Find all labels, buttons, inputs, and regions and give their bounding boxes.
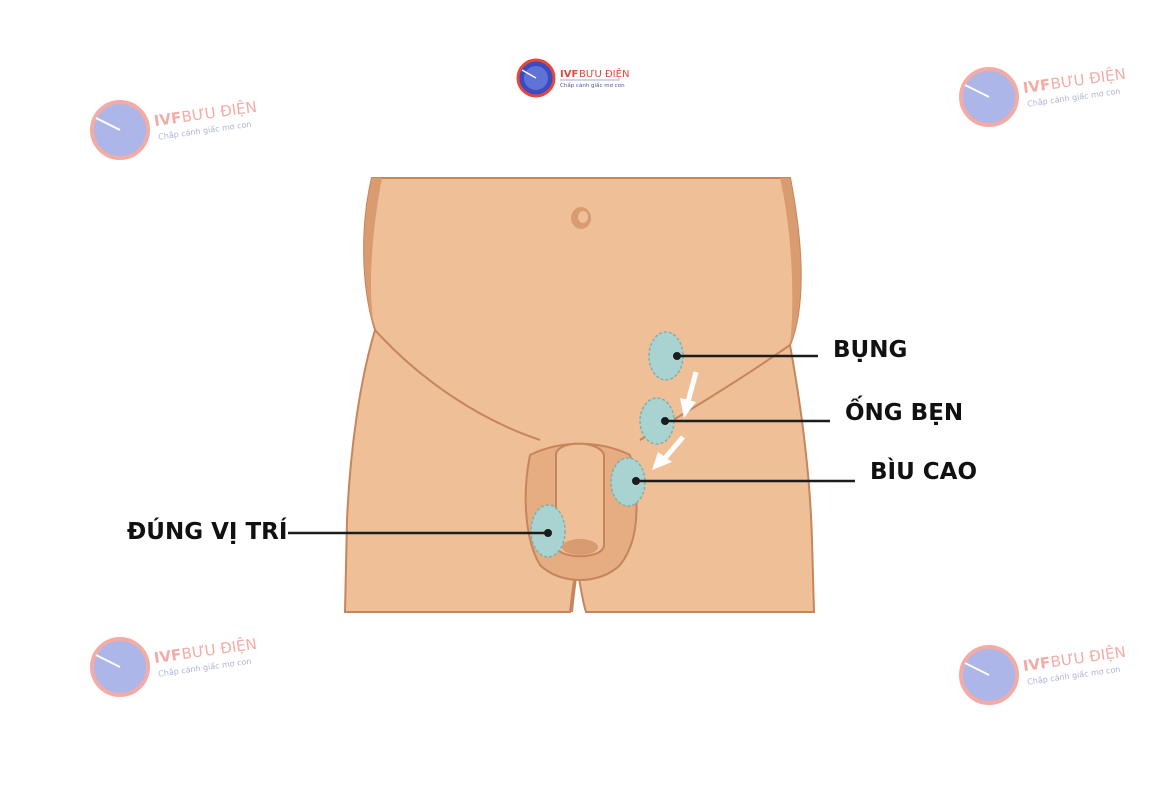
watermark-logo-bottom-left: IVF BƯU ĐIỆN Chắp cánh giấc mơ con (88, 625, 258, 705)
svg-text:IVF: IVF (1022, 653, 1052, 675)
label-normal: ĐÚNG VỊ TRÍ (127, 519, 288, 545)
navel (571, 207, 591, 229)
svg-text:IVF: IVF (153, 645, 183, 667)
watermark-logo-bottom-right: IVF BƯU ĐIỆN Chắp cánh giấc mơ con (957, 633, 1127, 713)
watermark-logo-top-left: IVF BƯU ĐIỆN Chắp cánh giấc mơ con (88, 88, 258, 168)
label-abdomen: BỤNG (833, 337, 908, 363)
svg-text:IVF: IVF (1022, 75, 1052, 97)
svg-text:BƯU ĐIỆN: BƯU ĐIỆN (579, 67, 629, 80)
brand-logo-center: IVF BƯU ĐIỆN Chắp cánh giấc mơ con (516, 56, 636, 100)
testis-normal (530, 504, 566, 558)
svg-text:IVF: IVF (153, 108, 183, 130)
label-high-scrotal: BÌU CAO (870, 459, 978, 485)
descent-arrow-2 (652, 435, 685, 470)
label-inguinal: ỐNG BẸN (845, 400, 964, 426)
descent-arrow-1 (680, 371, 699, 418)
watermark-logo-top-right: IVF BƯU ĐIỆN Chắp cánh giấc mơ con (957, 55, 1127, 135)
svg-text:Chắp cánh giấc mơ con: Chắp cánh giấc mơ con (560, 82, 625, 89)
svg-text:IVF: IVF (560, 69, 578, 80)
